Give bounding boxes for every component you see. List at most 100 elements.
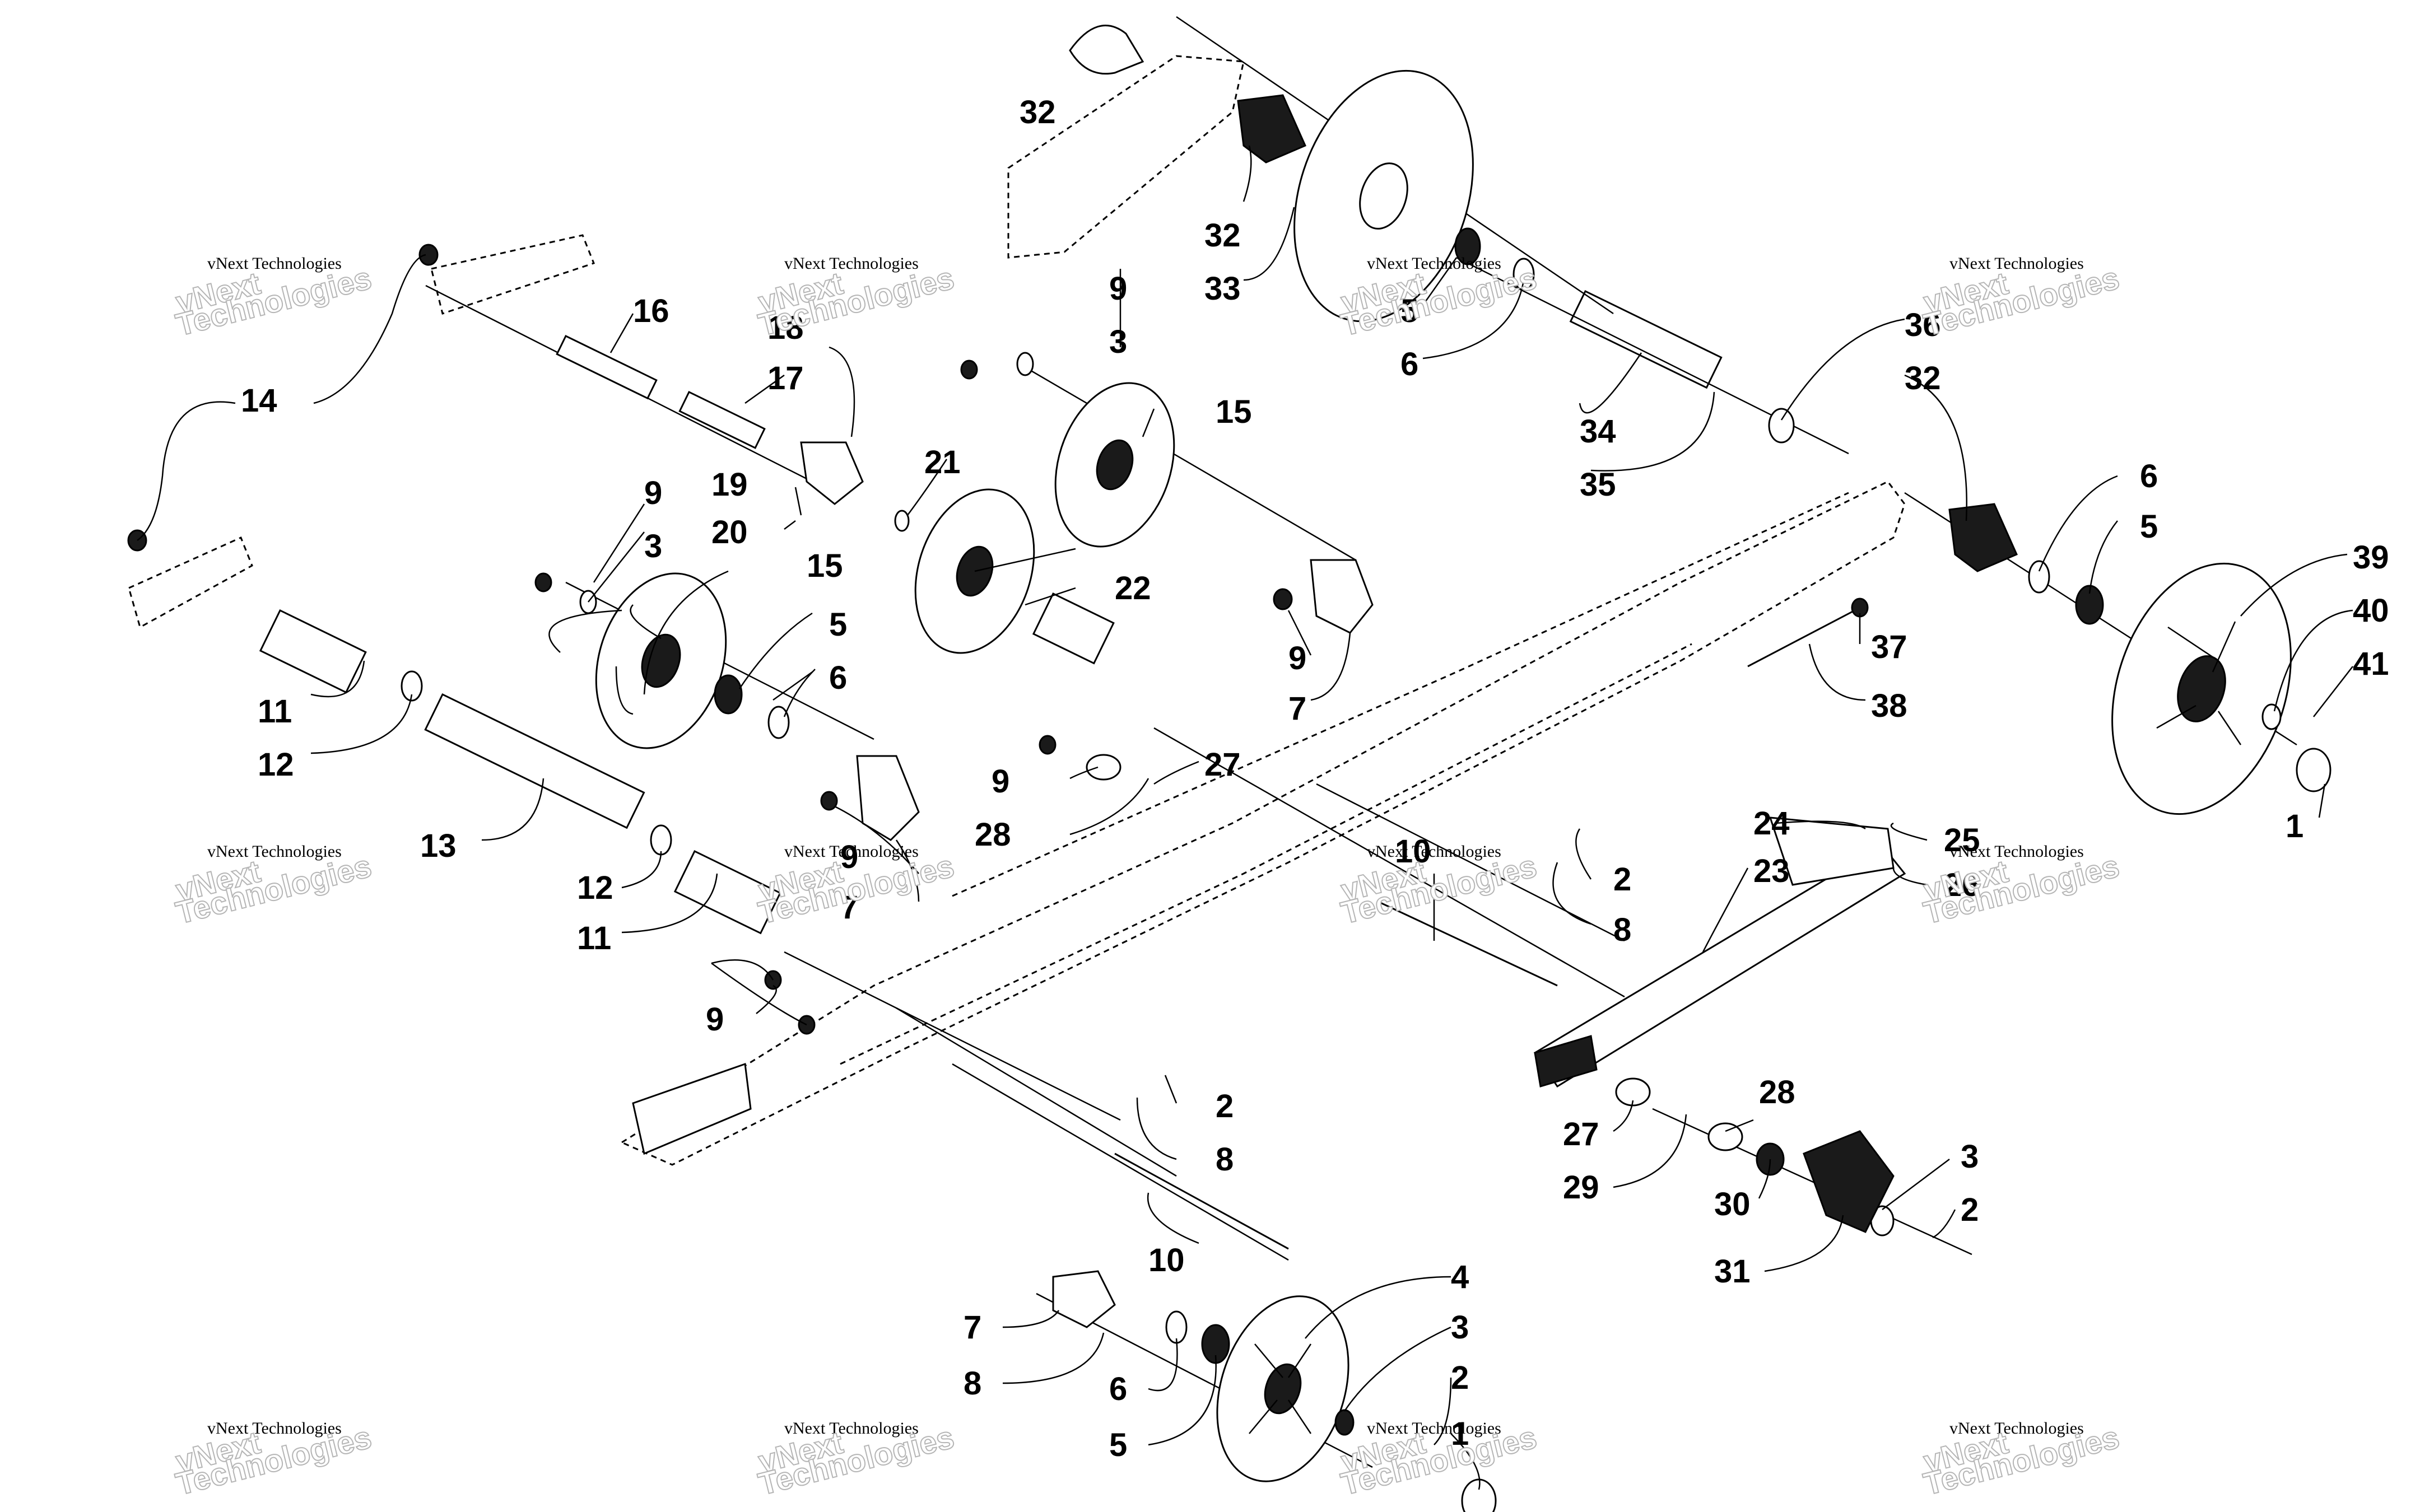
callout-17: 17 <box>767 360 804 396</box>
callout-8-bottom: 8 <box>964 1365 981 1402</box>
callout-8-lower: 8 <box>1216 1141 1234 1178</box>
callout-37: 37 <box>1871 629 1907 665</box>
callout-32-right: 32 <box>1905 360 1941 396</box>
callout-28-lower: 28 <box>1759 1074 1795 1110</box>
callout-32-top: 32 <box>1020 94 1056 130</box>
callout-41: 41 <box>2353 646 2389 682</box>
svg-text:vNext Technologies: vNext Technologies <box>1949 254 2084 273</box>
wheel-39 <box>2111 562 2292 815</box>
callout-1-bottom: 1 <box>1451 1416 1469 1452</box>
callout-11-upper: 11 <box>258 693 292 730</box>
callout-7-mid: 7 <box>1288 690 1306 727</box>
watermark-4: vNext Technologies vNext Technologies <box>1920 254 2123 343</box>
callout-leaders <box>137 145 2353 1490</box>
callout-28-center: 28 <box>975 816 1011 853</box>
callout-9-upper: 9 <box>1109 270 1127 307</box>
watermark-5: vNext Technologies vNext Technologies <box>172 842 375 931</box>
callout-23: 23 <box>1753 853 1790 889</box>
svg-text:vNext Technologies: vNext Technologies <box>1367 1419 1501 1438</box>
callout-19: 19 <box>711 466 748 503</box>
callout-8-center: 8 <box>1613 912 1631 948</box>
callout-2-center: 2 <box>1613 861 1631 898</box>
callout-25: 25 <box>1944 822 1980 858</box>
callout-5-right: 5 <box>2140 508 2158 545</box>
wheel-15-upper <box>1054 382 1175 548</box>
callout-18: 18 <box>767 310 804 346</box>
axle-13 <box>424 693 645 829</box>
spacer-11-upper <box>259 609 367 694</box>
callout-38: 38 <box>1871 688 1907 724</box>
callout-20: 20 <box>711 514 748 550</box>
watermark-7: vNext Technologies vNext Technologies <box>1337 842 1541 931</box>
callout-33: 33 <box>1204 270 1241 307</box>
callout-labels: 32 32 33 5 6 9 3 15 16 17 18 19 20 21 14… <box>241 94 2389 1463</box>
wheel-15-left <box>595 572 727 749</box>
callout-3-lower-right: 3 <box>1961 1138 1979 1175</box>
svg-text:vNext Technologies: vNext Technologies <box>1949 842 2084 861</box>
svg-text:vNext Technologies: vNext Technologies <box>784 254 919 273</box>
callout-6-left: 6 <box>829 660 847 696</box>
callout-36: 36 <box>1905 307 1941 343</box>
callout-24: 24 <box>1753 805 1790 842</box>
main-slide-rail <box>620 480 1906 1166</box>
callout-29: 29 <box>1563 1169 1599 1206</box>
upper-left-rail <box>128 234 595 629</box>
watermark-11: vNext Technologies vNext Technologies <box>1337 1418 1541 1502</box>
callout-2-lower: 2 <box>1216 1088 1234 1124</box>
callout-9-lower-mid: 9 <box>840 839 858 875</box>
bolt-38 <box>1747 604 1866 668</box>
spacer-11-lower <box>673 850 781 935</box>
callout-1-right: 1 <box>2286 808 2303 844</box>
svg-text:vNext Technologies: vNext Technologies <box>1367 842 1501 861</box>
callout-27-lower: 27 <box>1563 1116 1599 1152</box>
callout-3-left: 3 <box>644 528 662 564</box>
callout-27-center: 27 <box>1204 746 1241 783</box>
svg-text:vNext Technologies: vNext Technologies <box>784 842 919 861</box>
upper-rail <box>1007 55 1245 259</box>
callout-6-bottom: 6 <box>1109 1371 1127 1407</box>
callout-10-lower: 10 <box>1148 1242 1185 1278</box>
watermark-8: vNext Technologies vNext Technologies <box>1920 842 2123 931</box>
callout-11-lower: 11 <box>577 920 611 956</box>
callout-12-lower: 12 <box>577 870 613 906</box>
callout-2-bottom: 2 <box>1451 1360 1469 1396</box>
bolt-10-center <box>1377 900 1558 987</box>
callout-14: 14 <box>241 382 277 419</box>
callout-16: 16 <box>633 293 669 329</box>
svg-text:vNext Technologies: vNext Technologies <box>207 842 342 861</box>
callout-12-upper: 12 <box>258 746 294 783</box>
svg-text:vNext Technologies: vNext Technologies <box>207 254 342 273</box>
shaft-16 <box>425 284 813 483</box>
bolt-10-lower <box>1114 1152 1289 1250</box>
callout-40: 40 <box>2353 592 2389 629</box>
watermark-12: vNext Technologies vNext Technologies <box>1920 1418 2123 1502</box>
wheel-33 <box>1293 69 1474 323</box>
callout-15-upper: 15 <box>1216 394 1252 430</box>
watermark-9: vNext Technologies vNext Technologies <box>172 1418 375 1502</box>
callout-6-upper: 6 <box>1400 346 1418 382</box>
watermark-3: vNext Technologies vNext Technologies <box>1337 254 1541 343</box>
watermark-10: vNext Technologies vNext Technologies <box>755 1418 958 1502</box>
callout-9-lower: 9 <box>706 1001 724 1038</box>
callout-3-upper: 3 <box>1109 324 1127 360</box>
callout-3-bottom: 3 <box>1451 1309 1469 1346</box>
callout-30: 30 <box>1714 1186 1751 1222</box>
callout-9-mid: 9 <box>1288 640 1306 676</box>
callout-15-left: 15 <box>807 548 843 584</box>
callout-31: 31 <box>1714 1253 1751 1290</box>
callout-9-left: 9 <box>644 475 662 511</box>
callout-35: 35 <box>1580 466 1616 503</box>
wheel-4 <box>1216 1295 1349 1482</box>
callout-7-lower-mid: 7 <box>840 889 858 926</box>
svg-text:vNext Technologies: vNext Technologies <box>784 1419 919 1438</box>
svg-text:vNext Technologies: vNext Technologies <box>1949 1419 2084 1438</box>
callout-6-right: 6 <box>2140 458 2158 494</box>
callout-2-lower-right: 2 <box>1961 1192 1979 1228</box>
callout-34: 34 <box>1580 413 1616 450</box>
callout-21: 21 <box>924 444 961 480</box>
callout-13: 13 <box>420 828 457 864</box>
callout-26: 26 <box>1944 867 1980 903</box>
callout-10-center: 10 <box>1395 833 1431 870</box>
callout-5-bottom: 5 <box>1109 1427 1127 1463</box>
